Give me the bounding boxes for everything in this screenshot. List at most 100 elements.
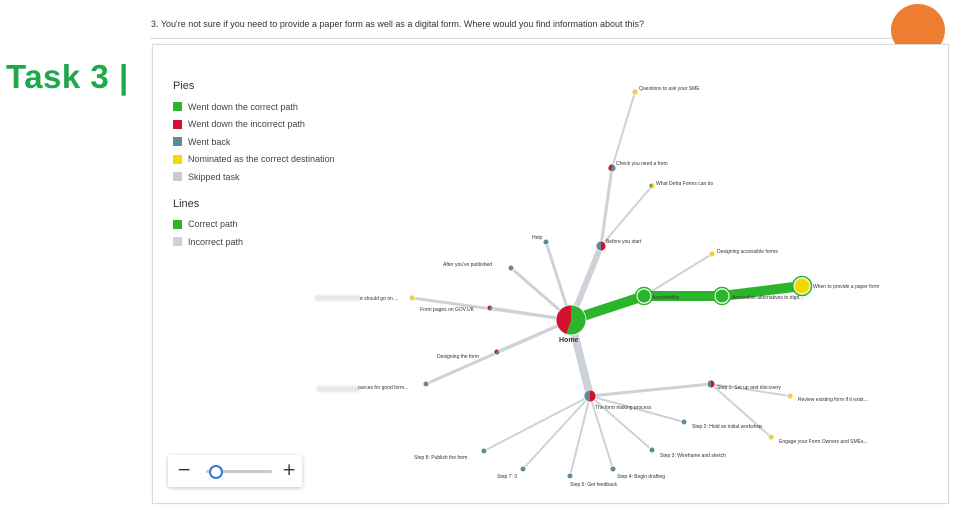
pie-slice [707, 380, 711, 388]
pie-outline [708, 250, 716, 258]
node-accessibility[interactable] [634, 286, 654, 306]
pie-highlight-ring [634, 286, 654, 306]
legend-swatch [173, 102, 182, 112]
edge-step1-to-review_existing [710, 383, 791, 397]
zoom-slider-track[interactable] [206, 470, 272, 473]
edge-check_need_form-to-questions_sme [611, 91, 636, 169]
pie-slice [648, 446, 656, 454]
pie-slice [769, 434, 775, 440]
pie-outline [607, 163, 617, 173]
node-accessible_alternatives[interactable] [712, 286, 732, 306]
pie-slice [542, 238, 550, 246]
node-engage_owners[interactable] [767, 433, 775, 441]
legend-item-incorrect-path: Incorrect path [173, 233, 335, 251]
pie-slice [680, 418, 688, 426]
node-label-paper_form: When to provide a paper form [813, 284, 879, 290]
node-label-help: Help [532, 235, 543, 241]
legend-lines-title: Lines [173, 197, 200, 210]
legend-swatch [173, 219, 182, 229]
legend-item-nominated: Nominated as the correct destination [173, 151, 335, 169]
pie-slice [709, 251, 712, 255]
node-label-form_pages_govuk: Form pages on GOV.UK [420, 307, 475, 313]
node-label-accessible_alternatives: Accessible alternatives to digit... [732, 295, 803, 301]
node-review_existing[interactable] [786, 392, 794, 400]
edges [410, 91, 807, 477]
node-step4[interactable] [609, 465, 617, 473]
pie-outline [555, 304, 587, 336]
node-form_making_process[interactable] [583, 389, 597, 403]
pie-slice [584, 390, 590, 402]
node-label-step1: Step 1: Set up and discovery [717, 385, 781, 391]
pie-highlight-ring [712, 286, 732, 306]
node-help[interactable] [542, 238, 550, 246]
legend-swatch [173, 237, 182, 247]
node-before_start[interactable] [595, 240, 607, 252]
pie-slice [480, 447, 488, 455]
node-designing_accessible[interactable] [708, 250, 716, 258]
node-designing_form[interactable] [493, 348, 501, 356]
zoom-out-button[interactable]: − [177, 460, 192, 480]
node-label-sources_good_form: ources for good form... [358, 385, 408, 391]
node-check_need_form[interactable] [607, 163, 617, 173]
pie-outline [706, 379, 716, 389]
pie-outline [786, 392, 794, 400]
edge-form_making_process-to-step2 [589, 395, 685, 423]
node-label-step7: Step 7: 3 [497, 474, 517, 480]
task-heading: Task 3 | [6, 58, 129, 95]
legend-swatch [173, 154, 182, 164]
blurred-label [316, 386, 360, 392]
zoom-in-button[interactable]: + [282, 460, 297, 480]
node-step2[interactable] [680, 418, 688, 426]
node-label-designing_accessible: Designing accessible forms [717, 249, 778, 255]
pie-slice [633, 89, 638, 95]
pie-slice [609, 164, 617, 173]
node-label-should_go_on: e should go on ... [360, 296, 398, 302]
node-should_go_on[interactable] [408, 294, 416, 302]
pie-slice [601, 241, 606, 251]
zoom-slider-handle[interactable] [209, 465, 224, 479]
node-home[interactable] [555, 304, 587, 336]
node-step1[interactable] [706, 379, 716, 389]
pie-slice [495, 349, 500, 356]
node-what_defra[interactable] [648, 182, 656, 190]
legend-item-back: Went back [173, 133, 335, 151]
pie-slice [519, 465, 527, 473]
edge-form_making_process-to-step7 [522, 395, 591, 470]
node-label-step5: Step 5: Get feedback [570, 482, 617, 488]
edge-form_making_process-to-step3 [589, 395, 653, 451]
node-label-designing_form: Designing the form [437, 354, 479, 360]
node-step7[interactable] [519, 465, 527, 473]
pie-slice [711, 380, 715, 388]
pie-highlight-ring [791, 275, 813, 297]
node-step5[interactable] [566, 472, 574, 480]
node-form_pages_govuk[interactable] [486, 304, 494, 312]
node-label-step2: Step 2: Hold an initial workshop [692, 424, 762, 430]
pie-slice [556, 305, 571, 335]
legend-item-correct-path: Correct path [173, 216, 335, 234]
legend-item-correct: Went down the correct path [173, 98, 335, 116]
pie-outline [767, 433, 775, 441]
pie-slice [650, 183, 655, 189]
edge-form_making_process-to-step5 [569, 395, 591, 477]
node-questions_sme[interactable] [631, 88, 639, 96]
node-label-questions_sme: Questions to ask your SME [639, 86, 700, 92]
pie-outline [648, 182, 656, 190]
blurred-label [314, 295, 362, 301]
node-paper_form[interactable] [791, 275, 813, 297]
node-label-review_existing: Review existing form if it exist... [798, 397, 868, 403]
node-step8[interactable] [480, 447, 488, 455]
node-label-step3: Step 3: Wireframe and sketch [660, 453, 726, 459]
node-step3[interactable] [648, 446, 656, 454]
node-sources_good_form[interactable] [422, 380, 430, 388]
node-label-what_defra: What Defra Forms can do [656, 181, 713, 187]
node-after_published[interactable] [507, 264, 515, 272]
legend: Pies Went down the correct path Went dow… [173, 80, 335, 251]
edge-accessible_alternatives-to-paper_form [717, 281, 807, 301]
legend-swatch [173, 137, 182, 147]
pie-slice [709, 251, 716, 258]
pie-slice [422, 380, 430, 388]
pie-slice [788, 393, 793, 399]
node-label-home: Home [559, 337, 579, 344]
edge-form_making_process-to-step4 [589, 395, 614, 470]
